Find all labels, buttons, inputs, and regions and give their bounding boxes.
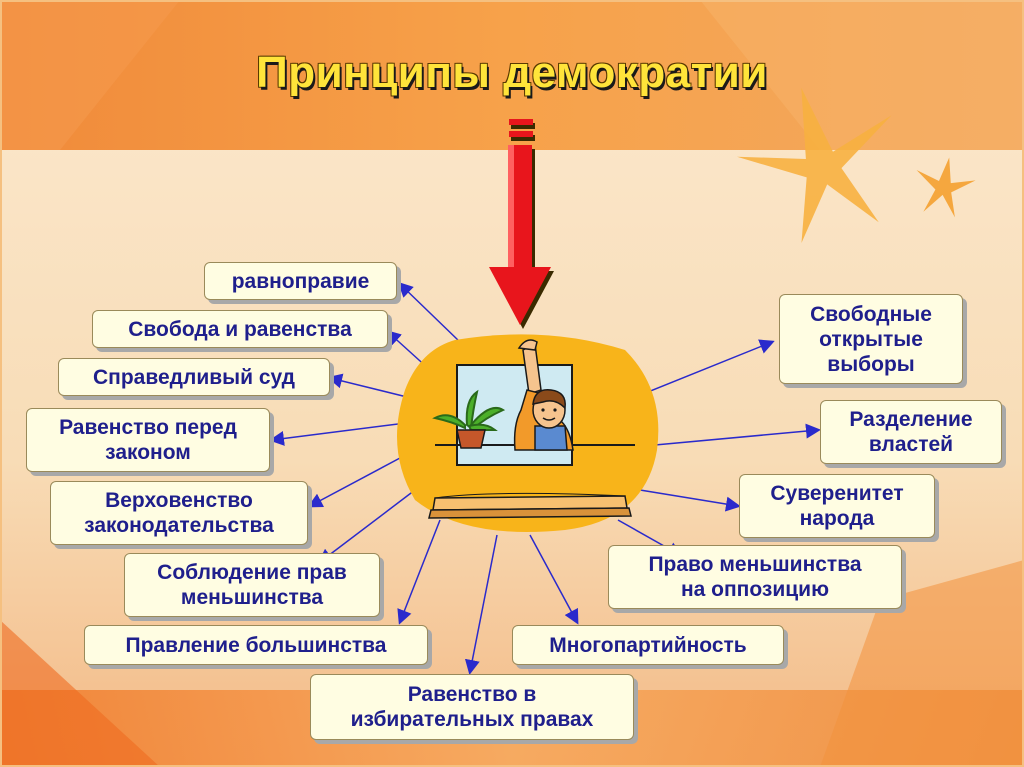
principle-box-10: Право меньшинства на оппозицию xyxy=(608,545,902,609)
decorative-star-small xyxy=(916,157,976,218)
principle-box-5: Верховенство законодательства xyxy=(50,481,308,545)
principle-box-8: Равенство в избирательных правах xyxy=(310,674,634,740)
principle-box-4: Равенство перед законом xyxy=(26,408,270,472)
decorative-star xyxy=(736,87,892,243)
principle-box-3: Справедливый суд xyxy=(58,358,330,396)
principle-box-11: Суверенитет народа xyxy=(739,474,935,538)
down-arrow-icon xyxy=(489,119,554,329)
principle-box-9: Многопартийность xyxy=(512,625,784,665)
principle-box-2: Свобода и равенства xyxy=(92,310,388,348)
principle-box-12: Разделение властей xyxy=(820,400,1002,464)
principle-box-1: равноправие xyxy=(204,262,397,300)
page-title: Принципы демократии xyxy=(256,48,768,97)
principle-box-13: Свободные открытые выборы xyxy=(779,294,963,384)
student-raising-hand-icon xyxy=(397,334,659,532)
principle-box-7: Правление большинства xyxy=(84,625,428,665)
principle-box-6: Соблюдение прав меньшинства xyxy=(124,553,380,617)
